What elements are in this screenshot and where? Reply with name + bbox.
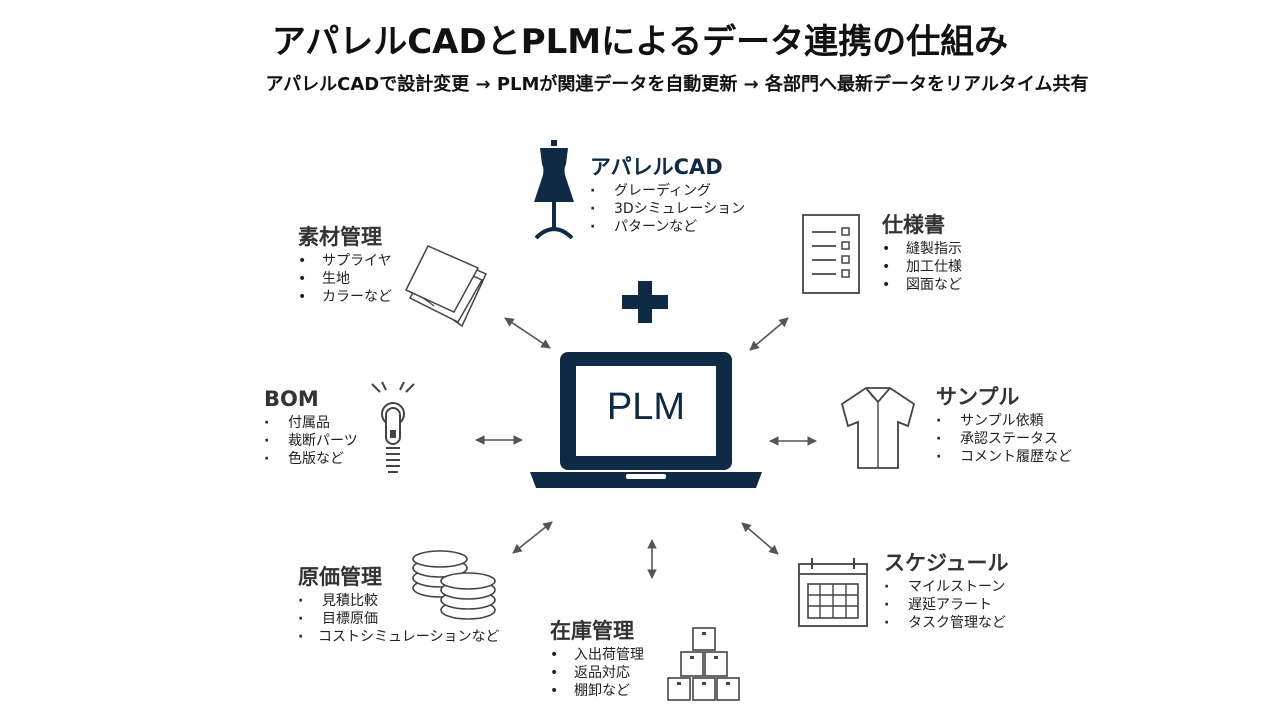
spec-sheet-icon — [802, 214, 860, 294]
node-bom: BOM 付属品 裁断パーツ 色版など — [264, 386, 358, 468]
arrow-material — [504, 317, 551, 349]
node-material: 素材管理 サプライヤ 生地 カラーなど — [298, 224, 392, 306]
node-cad-heading: アパレルCAD — [590, 155, 723, 179]
node-sample-item: コメント履歴など — [936, 448, 1072, 466]
node-cad-item: パターンなど — [590, 218, 745, 236]
node-bom-item: 裁断パーツ — [264, 432, 358, 450]
node-material-item: カラーなど — [298, 288, 392, 306]
node-material-heading: 素材管理 — [298, 225, 382, 249]
coins-icon — [412, 550, 496, 620]
page-title: アパレルCADとPLMによるデータ連携の仕組み — [271, 22, 1009, 62]
node-sample-item: サンプル依頼 — [936, 412, 1072, 430]
node-schedule-heading: スケジュール — [884, 551, 1009, 575]
node-cost: 原価管理 見積比較 目標原価 コストシミュレーションなど — [298, 564, 499, 646]
fabric-sheets-icon — [404, 245, 488, 328]
arrow-spec — [749, 317, 789, 351]
node-inventory-heading: 在庫管理 — [550, 619, 634, 643]
shirt-icon — [840, 387, 916, 469]
node-material-item: 生地 — [298, 270, 392, 288]
node-schedule-item: 遅延アラート — [884, 596, 1009, 614]
node-spec: 仕様書 縫製指示 加工仕様 図面など — [882, 212, 962, 294]
node-cost-item: コストシミュレーションなど — [298, 628, 499, 646]
boxes-icon — [667, 627, 740, 701]
node-sample-item: 承認ステータス — [936, 430, 1072, 448]
page-subtitle: アパレルCADで設計変更 → PLMが関連データを自動更新 → 各部門へ最新デー… — [265, 74, 1089, 95]
node-cad: アパレルCAD グレーディング 3Dシミュレーション パターンなど — [590, 154, 745, 236]
node-spec-item: 縫製指示 — [882, 240, 962, 258]
plus-icon — [622, 281, 668, 323]
node-inventory: 在庫管理 入出荷管理 返品対応 棚卸など — [550, 618, 644, 700]
node-bom-item: 付属品 — [264, 414, 358, 432]
node-schedule-item: マイルストーン — [884, 578, 1009, 596]
node-inventory-item: 入出荷管理 — [550, 646, 644, 664]
node-cost-item: 見積比較 — [298, 592, 499, 610]
node-bom-heading: BOM — [264, 387, 319, 411]
node-cad-item: グレーディング — [590, 182, 745, 200]
node-spec-item: 図面など — [882, 276, 962, 294]
calendar-icon — [798, 558, 868, 627]
node-cad-item: 3Dシミュレーション — [590, 200, 745, 218]
node-inventory-item: 返品対応 — [550, 664, 644, 682]
laptop-icon — [530, 352, 762, 488]
zipper-icon — [371, 381, 415, 473]
node-schedule-item: タスク管理など — [884, 614, 1009, 632]
node-spec-heading: 仕様書 — [882, 213, 945, 237]
arrow-schedule — [741, 522, 779, 555]
node-material-item: サプライヤ — [298, 252, 392, 270]
arrow-cost — [512, 521, 553, 554]
plm-label: PLM — [606, 386, 686, 428]
node-inventory-item: 棚卸など — [550, 682, 644, 700]
node-bom-item: 色版など — [264, 450, 358, 468]
node-spec-item: 加工仕様 — [882, 258, 962, 276]
node-cost-heading: 原価管理 — [298, 565, 382, 589]
node-cost-item: 目標原価 — [298, 610, 499, 628]
node-sample-heading: サンプル — [936, 385, 1020, 409]
node-sample: サンプル サンプル依頼 承認ステータス コメント履歴など — [936, 384, 1072, 466]
node-schedule: スケジュール マイルストーン 遅延アラート タスク管理など — [884, 550, 1009, 632]
dress-form-icon — [534, 140, 574, 240]
